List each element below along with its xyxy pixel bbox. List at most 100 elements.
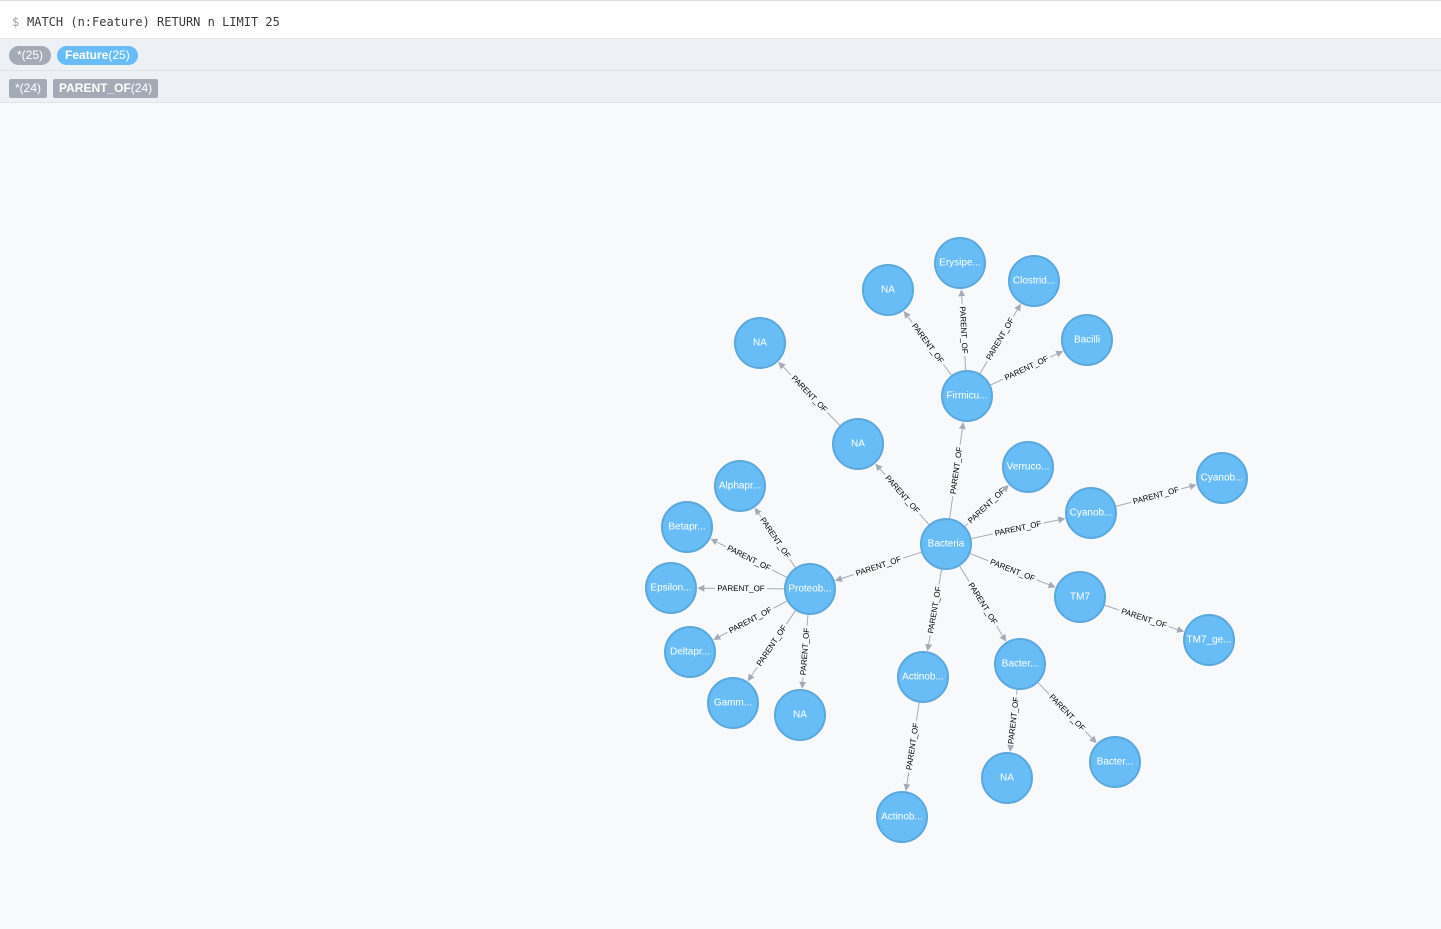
all-relationships-tag[interactable]: *(24) xyxy=(9,79,47,98)
relationship-line[interactable] xyxy=(971,534,992,539)
relationship-parent-of[interactable]: PARENT_OF xyxy=(1038,683,1096,743)
relationship-parent-of[interactable]: PARENT_OF xyxy=(980,304,1020,373)
relationship-line[interactable] xyxy=(1038,683,1049,694)
relationship-line[interactable] xyxy=(960,566,969,581)
relationship-line[interactable] xyxy=(943,364,951,375)
node-na_top[interactable]: NA xyxy=(735,318,785,368)
all-nodes-pill[interactable]: *(25) xyxy=(9,46,51,65)
relationship-arrow[interactable] xyxy=(1013,304,1020,316)
relationship-arrow[interactable] xyxy=(906,772,909,790)
node-na_bact[interactable]: NA xyxy=(982,753,1032,803)
relationship-line[interactable] xyxy=(970,554,988,561)
relationship-parent-of[interactable]: PARENT_OF xyxy=(698,584,784,593)
relationship-parent-of[interactable]: PARENT_OF xyxy=(1006,690,1020,751)
relationship-line[interactable] xyxy=(1116,502,1131,506)
node-deltapr[interactable]: Deltapr... xyxy=(665,627,715,677)
relationship-arrow[interactable] xyxy=(1085,731,1096,742)
relationship-line[interactable] xyxy=(920,514,929,525)
relationship-parent-of[interactable]: PARENT_OF xyxy=(904,312,951,376)
relationship-parent-of[interactable]: PARENT_OF xyxy=(1116,485,1196,506)
node-proteob[interactable]: Proteob... xyxy=(785,564,835,614)
node-cyanob1[interactable]: Cyanob... xyxy=(1066,488,1116,538)
relationship-parent-of[interactable]: PARENT_OF xyxy=(836,552,922,580)
relationship-parent-of[interactable]: PARENT_OF xyxy=(960,566,1006,641)
relationship-line[interactable] xyxy=(807,615,808,626)
relationship-line[interactable] xyxy=(1105,605,1120,610)
node-bacteria[interactable]: Bacteria xyxy=(921,519,971,569)
relationship-line[interactable] xyxy=(991,379,1003,385)
relationship-parent-of[interactable]: PARENT_OF xyxy=(876,464,929,524)
node-betapr[interactable]: Betapr... xyxy=(662,502,712,552)
node-clostrid[interactable]: Clostrid... xyxy=(1009,256,1059,306)
relationship-arrow[interactable] xyxy=(1010,746,1011,751)
relationship-parent-of[interactable]: PARENT_OF xyxy=(958,290,969,370)
relationship-line[interactable] xyxy=(980,361,987,373)
relationship-arrow[interactable] xyxy=(1181,485,1196,489)
relationship-arrow[interactable] xyxy=(802,677,803,688)
relationship-arrow[interactable] xyxy=(1050,351,1062,357)
node-bacilli[interactable]: Bacilli xyxy=(1062,315,1112,365)
node-tm7[interactable]: TM7 xyxy=(1055,572,1105,622)
node-na_firm[interactable]: NA xyxy=(863,265,913,315)
node-epsilon[interactable]: Epsilon... xyxy=(646,563,696,613)
node-verruco[interactable]: Verruco... xyxy=(1003,442,1053,492)
relationship-parent-of[interactable]: PARENT_OF xyxy=(991,351,1063,385)
node-na_prot[interactable]: NA xyxy=(775,690,825,740)
relationship-arrow[interactable] xyxy=(711,539,726,546)
node-tm7ge[interactable]: TM7_ge... xyxy=(1184,615,1234,665)
relationship-arrow[interactable] xyxy=(755,508,760,516)
node-actinob1[interactable]: Actinob... xyxy=(898,652,948,702)
relationship-parent-of[interactable]: PARENT_OF xyxy=(1105,605,1184,631)
parent-of-tag[interactable]: PARENT_OF(24) xyxy=(53,79,158,98)
relationship-arrow[interactable] xyxy=(960,423,963,445)
relationship-arrow[interactable] xyxy=(748,667,757,680)
relationship-line[interactable] xyxy=(773,601,787,608)
node-firmicutes[interactable]: Firmicu... xyxy=(942,371,992,421)
node-na_mid[interactable]: NA xyxy=(833,419,883,469)
relationship-line[interactable] xyxy=(903,552,921,558)
relationship-line[interactable] xyxy=(772,570,787,577)
relationship-line[interactable] xyxy=(950,496,953,518)
relationship-label: PARENT_OF xyxy=(1047,692,1087,732)
relationship-line[interactable] xyxy=(916,703,919,721)
query-bar[interactable]: $ MATCH (n:Feature) RETURN n LIMIT 25 xyxy=(0,0,1441,39)
feature-label-pill[interactable]: Feature(25) xyxy=(57,46,138,65)
relationship-arrow[interactable] xyxy=(961,290,962,304)
relationship-parent-of[interactable]: PARENT_OF xyxy=(779,362,840,425)
relationship-line[interactable] xyxy=(1017,690,1018,695)
relationship-parent-of[interactable]: PARENT_OF xyxy=(949,423,965,519)
relationship-arrow[interactable] xyxy=(904,312,912,323)
relationship-line[interactable] xyxy=(790,559,795,567)
relationship-parent-of[interactable]: PARENT_OF xyxy=(970,554,1055,588)
relationship-arrow[interactable] xyxy=(779,362,791,375)
node-cyanob2[interactable]: Cyanob... xyxy=(1197,453,1247,503)
relationship-parent-of[interactable]: PARENT_OF xyxy=(905,703,921,791)
relationship-arrow[interactable] xyxy=(836,575,854,581)
relationship-arrow[interactable] xyxy=(1169,627,1184,632)
node-erysipe[interactable]: Erysipe... xyxy=(935,238,985,288)
relationship-arrow[interactable] xyxy=(1043,519,1064,524)
relationship-parent-of[interactable]: PARENT_OF xyxy=(971,519,1064,539)
relationship-line[interactable] xyxy=(965,524,968,527)
relationship-parent-of[interactable]: PARENT_OF xyxy=(799,615,812,688)
relationship-arrow[interactable] xyxy=(1006,485,1009,488)
relationship-arrow[interactable] xyxy=(1037,580,1055,587)
node-actinob2[interactable]: Actinob... xyxy=(877,792,927,842)
relationship-arrow[interactable] xyxy=(928,636,931,651)
relationship-line[interactable] xyxy=(939,570,942,585)
relationship-parent-of[interactable]: PARENT_OF xyxy=(926,570,943,651)
node-bacter2[interactable]: Bacter... xyxy=(1090,737,1140,787)
relationship-line[interactable] xyxy=(786,611,795,624)
node-gamm[interactable]: Gamm... xyxy=(708,678,758,728)
node-bacter1[interactable]: Bacter... xyxy=(995,639,1045,689)
relationship-line[interactable] xyxy=(965,356,966,370)
query-text[interactable]: MATCH (n:Feature) RETURN n LIMIT 25 xyxy=(27,15,280,29)
relationship-arrow[interactable] xyxy=(876,464,885,475)
node-alphapr[interactable]: Alphapr... xyxy=(715,461,765,511)
relationship-parent-of[interactable]: PARENT_OF xyxy=(965,485,1008,526)
relationship-arrow[interactable] xyxy=(714,632,728,639)
relationship-line[interactable] xyxy=(827,413,839,426)
relationship-arrow[interactable] xyxy=(996,626,1005,641)
